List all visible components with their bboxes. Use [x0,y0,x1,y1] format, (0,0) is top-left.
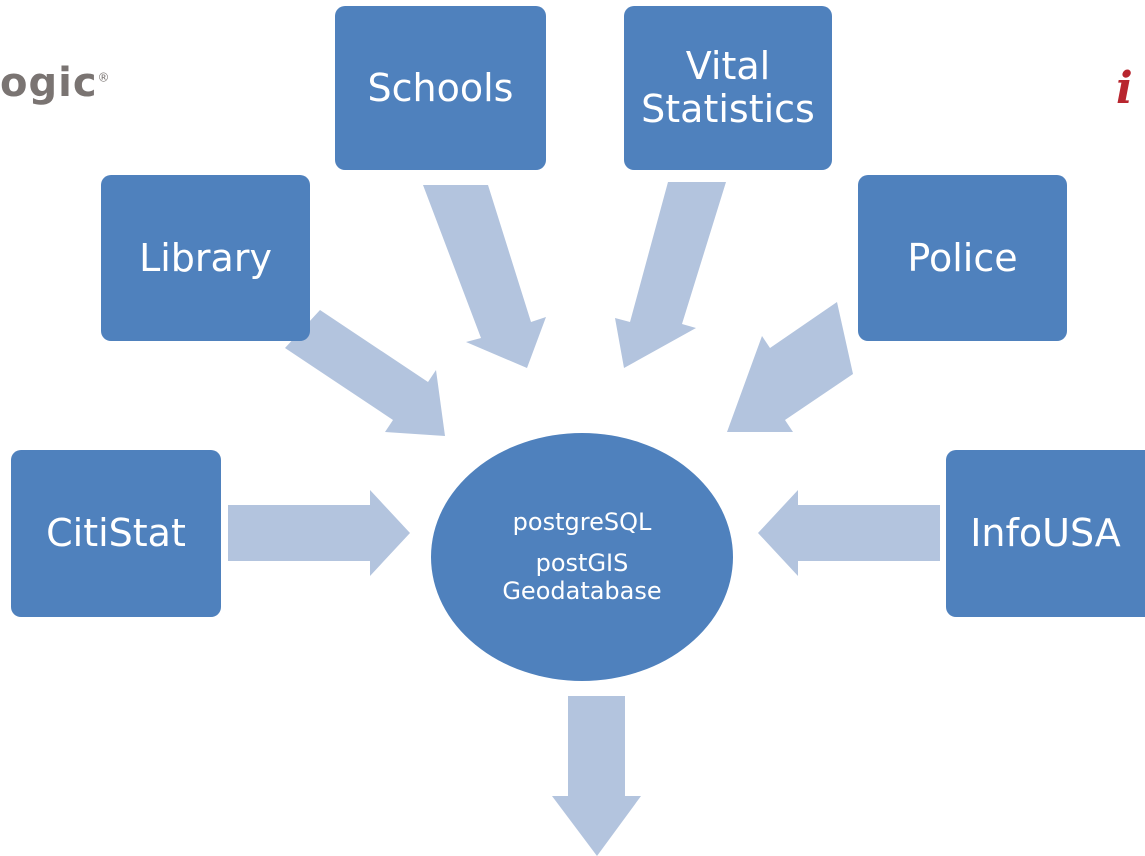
logo-left-mark: ® [97,70,111,85]
partner-logo-left: ogic® [0,60,111,106]
source-label-library: Library [139,235,272,280]
source-box-police: Police [858,175,1067,341]
logo-left-text: ogic [0,60,98,106]
source-label-vital-statistics: Vital Statistics [641,44,815,131]
arrow-schools-to-hub [423,185,546,368]
hub-label-postgis: postGIS [535,549,629,578]
source-box-infousa: InfoUSA [946,450,1145,617]
source-box-cititstat: CitiStat [11,450,221,617]
arrow-library-to-hub [285,310,445,436]
geodatabase-hub: postgreSQL postGIS Geodatabase [431,433,733,681]
source-box-schools: Schools [335,6,546,170]
source-label-schools: Schools [367,65,514,110]
hub-label-geodatabase: Geodatabase [502,577,662,605]
arrow-police-to-hub [727,302,853,432]
source-label-infousa: InfoUSA [970,511,1121,556]
source-label-cititstat: CitiStat [46,511,186,556]
partner-logo-right: i [1116,63,1133,114]
arrow-infousa-to-hub [758,490,940,576]
source-box-vital-statistics: Vital Statistics [624,6,832,170]
hub-label-postgresql: postgreSQL [512,508,652,537]
arrow-hub-downward [552,696,641,856]
source-box-library: Library [101,175,310,341]
arrow-vital-statistics-to-hub [615,182,726,368]
source-label-police: Police [907,235,1018,280]
arrow-cititstat-to-hub [228,490,410,576]
